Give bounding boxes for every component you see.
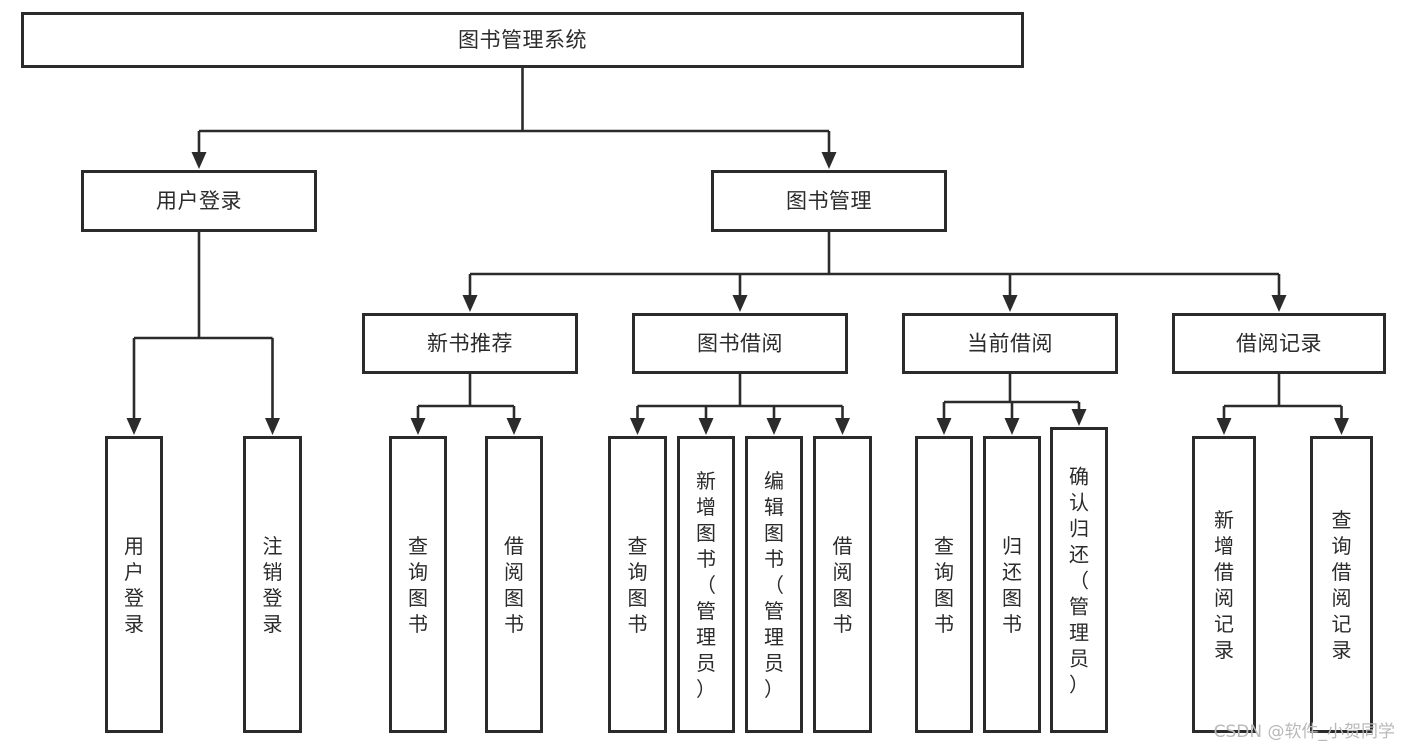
node-box-leaf-borrow-lend[interactable]: [813, 436, 872, 733]
node-box-leaf-record-add[interactable]: [1192, 436, 1256, 733]
edge-group-current: [936, 374, 1087, 435]
node-label-bookmgmt: 图书管理: [786, 189, 872, 213]
node-box-borrow[interactable]: [632, 313, 848, 374]
node-label-record: 借阅记录: [1236, 332, 1322, 356]
node-leaf-borrow-add[interactable]: 新增图书（管理员）: [677, 436, 735, 733]
node-leaf-record-query[interactable]: 查询借阅记录: [1310, 436, 1373, 733]
node-box-root[interactable]: [21, 12, 1024, 68]
arrow-head-icon: [191, 152, 207, 169]
arrow-head-icon: [1271, 295, 1287, 312]
arrow-head-icon: [1002, 295, 1018, 312]
arrow-head-icon: [1216, 418, 1232, 435]
node-label-leaf-borrow-lend: 借阅图书: [833, 534, 853, 636]
node-label-leaf-user-logout: 注销登录: [263, 534, 283, 636]
node-label-leaf-newbook-query: 查询图书: [408, 534, 428, 636]
node-leaf-current-return[interactable]: 归还图书: [983, 436, 1041, 733]
arrow-head-icon: [936, 418, 952, 435]
node-leaf-current-query[interactable]: 查询图书: [915, 436, 973, 733]
node-box-bookmgmt[interactable]: [711, 170, 947, 232]
node-leaf-record-add[interactable]: 新增借阅记录: [1192, 436, 1256, 733]
arrow-head-icon: [506, 418, 522, 435]
node-label-leaf-current-confirm: 确认归还（管理员）: [1069, 464, 1089, 696]
node-label-leaf-borrow-query: 查询图书: [628, 534, 648, 636]
node-box-login[interactable]: [81, 170, 317, 232]
node-leaf-user-logout[interactable]: 注销登录: [243, 436, 302, 733]
node-box-leaf-user-login[interactable]: [105, 436, 163, 733]
node-label-leaf-record-add: 新增借阅记录: [1214, 508, 1234, 662]
node-layer: 图书管理系统用户登录图书管理新书推荐图书借阅当前借阅借阅记录用户登录注销登录查询…: [21, 12, 1386, 733]
node-leaf-user-login[interactable]: 用户登录: [105, 436, 163, 733]
node-leaf-current-confirm[interactable]: 确认归还（管理员）: [1050, 427, 1108, 733]
node-box-leaf-current-confirm[interactable]: [1050, 427, 1108, 733]
node-login[interactable]: 用户登录: [81, 170, 317, 232]
node-box-leaf-borrow-edit[interactable]: [745, 436, 803, 733]
node-label-leaf-record-query: 查询借阅记录: [1332, 508, 1352, 662]
node-record[interactable]: 借阅记录: [1172, 313, 1386, 374]
arrow-head-icon: [630, 418, 645, 435]
arrow-head-icon: [462, 295, 478, 312]
node-box-leaf-borrow-query[interactable]: [608, 436, 667, 733]
arrow-head-icon: [410, 418, 426, 435]
node-label-leaf-borrow-add: 新增图书（管理员）: [696, 469, 716, 701]
node-label-leaf-current-query: 查询图书: [934, 534, 954, 636]
node-label-newbook: 新书推荐: [427, 332, 513, 356]
node-label-leaf-user-login: 用户登录: [124, 534, 144, 636]
node-borrow[interactable]: 图书借阅: [632, 313, 848, 374]
node-box-leaf-user-logout[interactable]: [243, 436, 302, 733]
arrow-head-icon: [126, 418, 142, 435]
edge-group-bookmgmt: [462, 232, 1287, 312]
node-root[interactable]: 图书管理系统: [21, 12, 1024, 68]
node-box-leaf-borrow-add[interactable]: [677, 436, 735, 733]
arrow-head-icon: [698, 418, 714, 435]
arrow-head-icon: [1004, 418, 1020, 435]
arrow-head-icon: [732, 295, 748, 312]
node-box-leaf-current-return[interactable]: [983, 436, 1041, 733]
watermark-label: CSDN @软件_小贺同学: [1213, 722, 1395, 742]
node-label-borrow: 图书借阅: [697, 332, 783, 356]
node-newbook[interactable]: 新书推荐: [362, 313, 578, 374]
edge-group-borrow: [630, 374, 850, 435]
node-box-leaf-newbook-borrow[interactable]: [485, 436, 543, 733]
node-label-login: 用户登录: [156, 189, 242, 213]
edge-group-login: [126, 232, 280, 435]
node-label-leaf-current-return: 归还图书: [1002, 534, 1022, 636]
arrow-head-icon: [1334, 418, 1349, 435]
node-label-current: 当前借阅: [967, 332, 1053, 356]
node-leaf-borrow-edit[interactable]: 编辑图书（管理员）: [745, 436, 803, 733]
node-label-root: 图书管理系统: [458, 28, 587, 52]
node-leaf-borrow-lend[interactable]: 借阅图书: [813, 436, 872, 733]
arrow-head-icon: [265, 418, 280, 435]
arrow-head-icon: [766, 418, 782, 435]
arrow-head-icon: [1071, 409, 1087, 426]
node-box-newbook[interactable]: [362, 313, 578, 374]
node-current[interactable]: 当前借阅: [902, 313, 1118, 374]
node-leaf-newbook-borrow[interactable]: 借阅图书: [485, 436, 543, 733]
connector-layer: [126, 68, 1349, 435]
node-box-leaf-record-query[interactable]: [1310, 436, 1373, 733]
edge-group-newbook: [410, 374, 522, 435]
arrow-head-icon: [835, 418, 850, 435]
node-box-leaf-newbook-query[interactable]: [389, 436, 447, 733]
node-leaf-newbook-query[interactable]: 查询图书: [389, 436, 447, 733]
node-box-leaf-current-query[interactable]: [915, 436, 973, 733]
node-label-leaf-newbook-borrow: 借阅图书: [504, 534, 524, 636]
node-leaf-borrow-query[interactable]: 查询图书: [608, 436, 667, 733]
node-bookmgmt[interactable]: 图书管理: [711, 170, 947, 232]
edge-group-root: [191, 68, 837, 169]
node-box-record[interactable]: [1172, 313, 1386, 374]
arrow-head-icon: [821, 152, 837, 169]
edge-group-record: [1216, 374, 1349, 435]
node-label-leaf-borrow-edit: 编辑图书（管理员）: [764, 469, 784, 701]
node-box-current[interactable]: [902, 313, 1118, 374]
